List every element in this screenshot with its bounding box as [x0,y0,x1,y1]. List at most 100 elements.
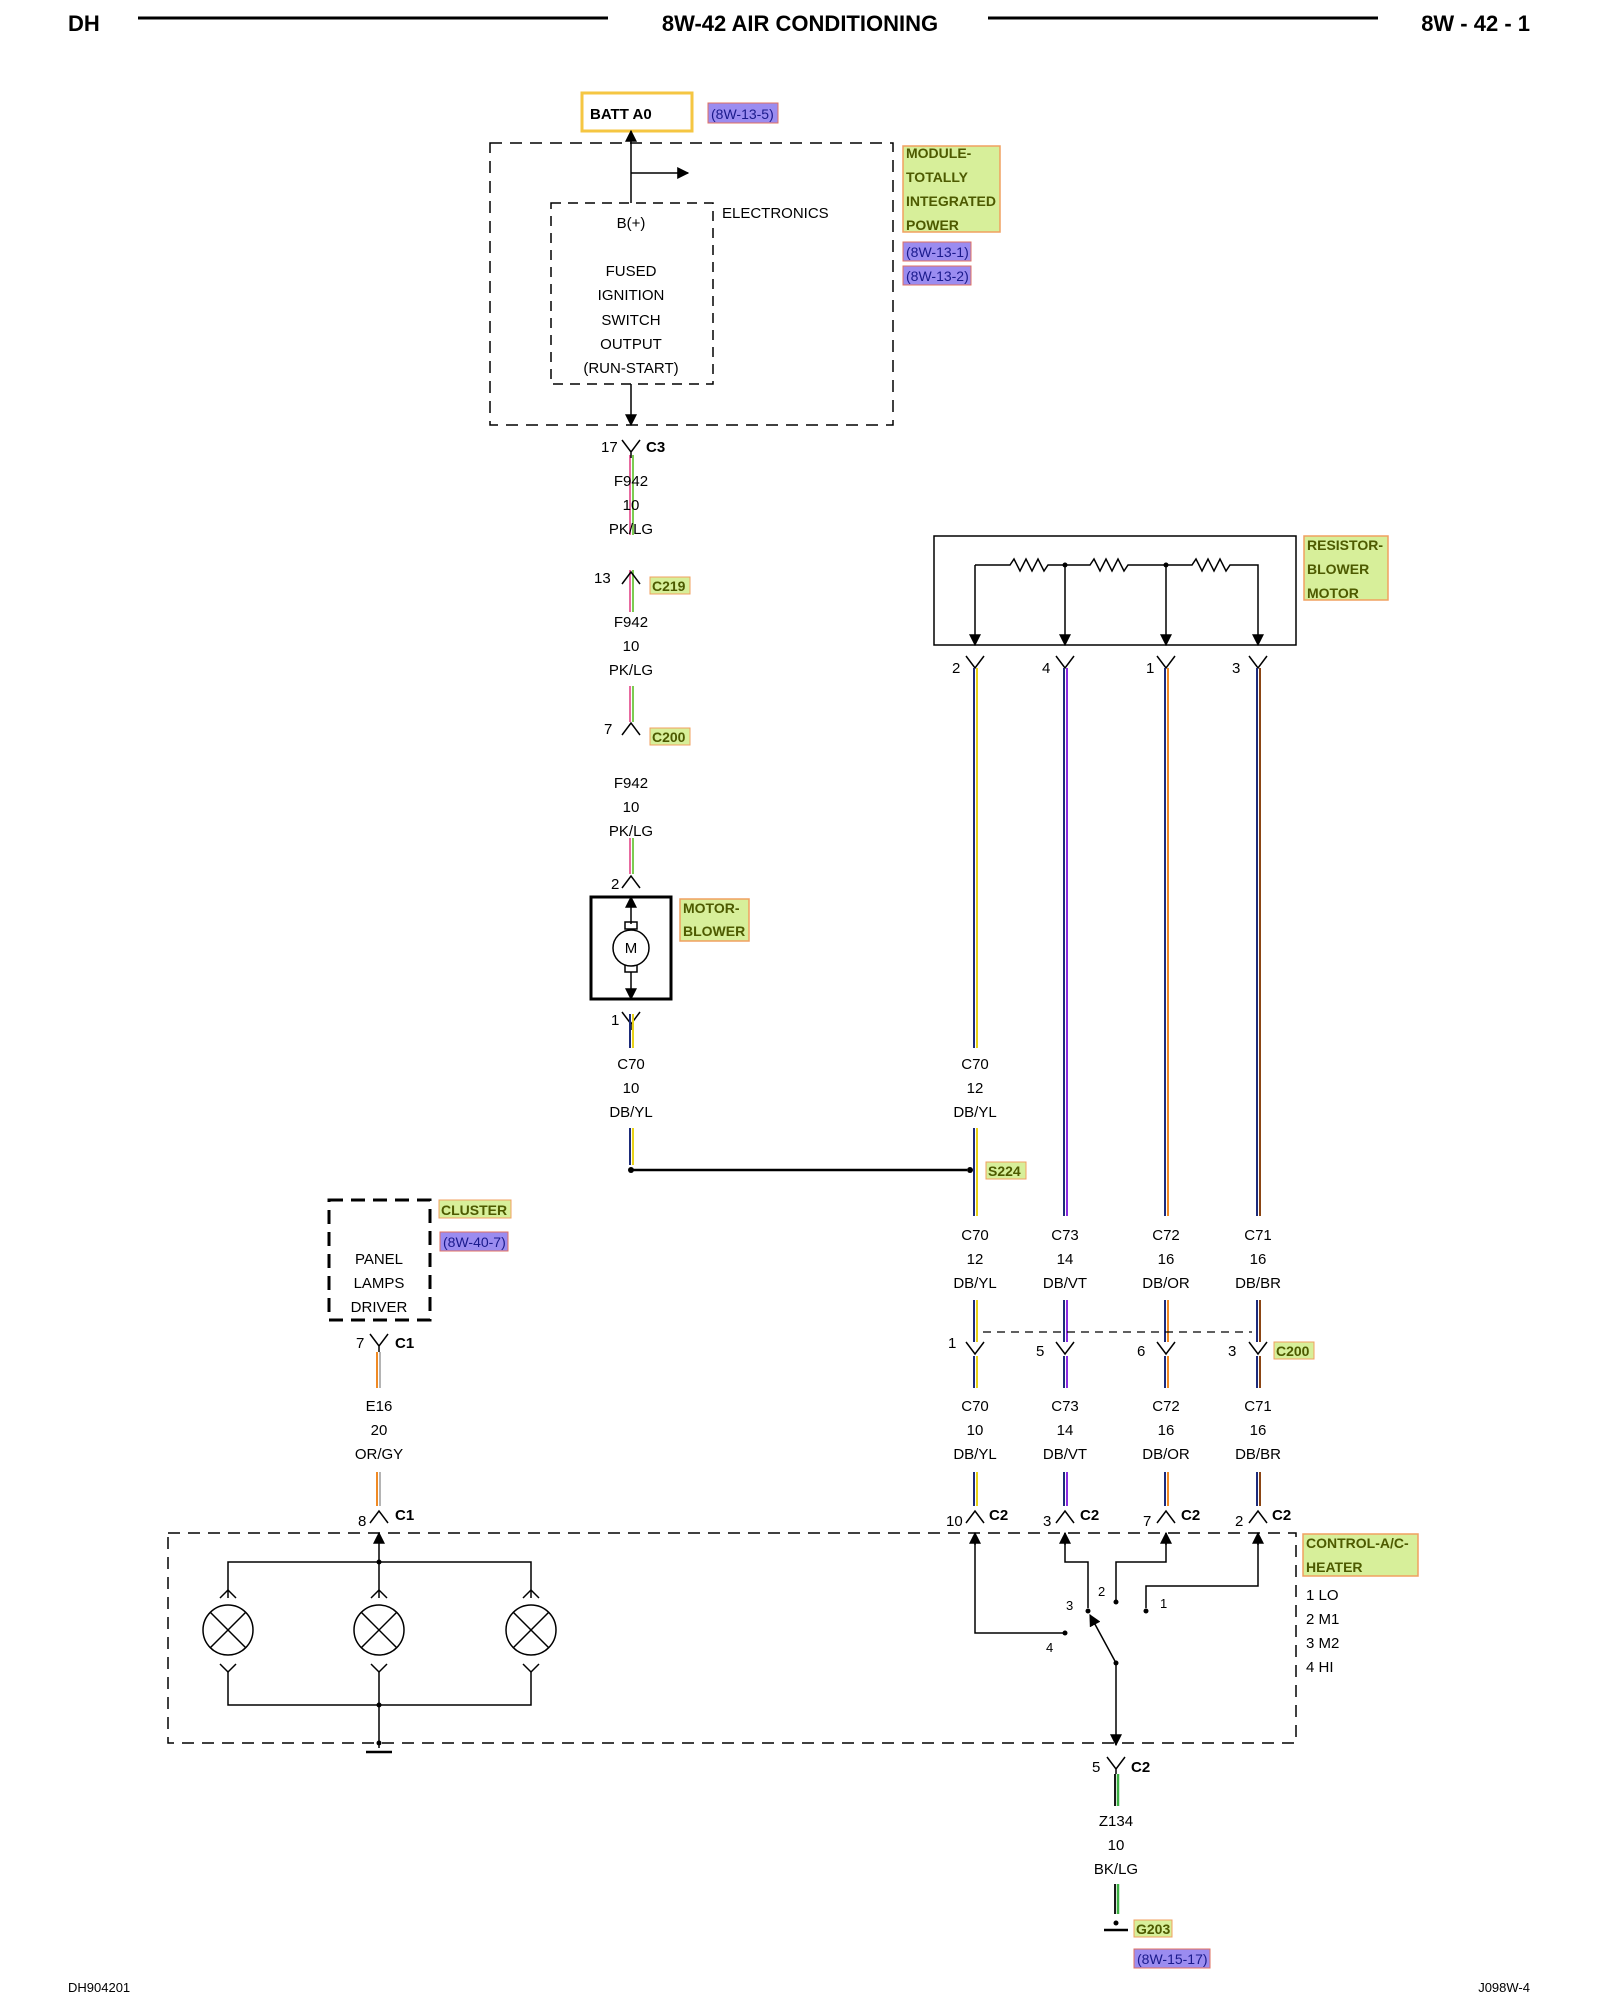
control-name-line: HEATER [1306,1559,1363,1575]
tipm-name-line: TOTALLY [906,169,969,185]
wire-color: BK/LG [1094,1861,1138,1878]
resistor-name-line: RESISTOR- [1307,537,1383,553]
tipm-name-line: POWER [906,217,959,233]
wires-above-c200 [973,1300,1261,1342]
ground-pin-name: C2 [1131,1759,1150,1776]
wire-f942-segment [629,455,634,874]
c2-name: C2 [989,1507,1008,1524]
blower-name-line: MOTOR- [683,900,740,916]
page-header: DH 8W-42 AIR CONDITIONING 8W - 42 - 1 [68,11,1530,36]
tipm-name-line: MODULE- [906,145,972,161]
connector-symbol [1106,1756,1126,1774]
wire-circuit: Z134 [1099,1813,1133,1830]
control-position-label: 2 M1 [1306,1611,1339,1628]
wire-color: PK/LG [609,823,653,840]
wire-gauge: 14 [1057,1251,1074,1268]
wire-circuit: F942 [614,473,648,490]
ground-xref-link[interactable]: (8W-15-17) [1137,1951,1208,1967]
wire-e16: E16 20 OR/GY 8 C1 [355,1352,414,1530]
switch-position-mark: 1 [1160,1596,1167,1611]
wire-circuit: C70 [961,1227,989,1244]
cluster-xref-link[interactable]: (8W-40-7) [443,1234,506,1250]
connector-symbol [621,721,641,736]
batt-a0: BATT A0 (8W-13-5) [580,91,779,133]
upper-wire-labels: C70 12 DB/YL C73 14 DB/VT C72 16 DB/OR C… [950,1222,1281,1300]
resistor-pin: 1 [1146,660,1154,677]
wire-color: DB/OR [1142,1275,1190,1292]
connector-symbol [369,1509,389,1524]
cluster-pin-name: C1 [395,1335,414,1352]
tipm-xref-link[interactable]: (8W-13-2) [906,268,969,284]
connector-c200-pin: 7 [604,721,612,738]
tipm-bplus-label: B(+) [617,215,646,232]
wire-gauge: 12 [967,1080,984,1097]
batt-xref-link[interactable]: (8W-13-5) [711,106,774,122]
tipm-output-line: SWITCH [601,312,660,329]
wire-gauge: 12 [967,1251,984,1268]
wire-gauge: 10 [623,497,640,514]
connector-symbol [621,439,641,458]
wire-circuit: C71 [1244,1398,1272,1415]
connector-c200-row: 1 5 6 3 C200 [948,1331,1315,1360]
cluster-name: CLUSTER [441,1202,507,1218]
cluster-driver-line: PANEL [355,1251,403,1268]
connector-symbol [621,874,641,889]
footer-left: DH904201 [68,1980,130,1995]
f942-wire-run: 17 C3 13 C219 7 C200 2 F942 10 PK/LG F94… [594,439,691,893]
switch-position-mark: 2 [1098,1584,1105,1599]
selector-switch-blade [1089,1613,1117,1664]
wire-color: DB/BR [1235,1446,1281,1463]
connector-symbol [621,570,641,585]
wire-color: OR/GY [355,1446,403,1463]
page-footer: DH904201 J098W-4 [68,1980,1530,1995]
resistor-pin: 2 [952,660,960,677]
wire-color: PK/LG [609,662,653,679]
ground-pin: 5 [1092,1759,1100,1776]
c2-name: C2 [1181,1507,1200,1524]
wire-color: DB/BR [1235,1275,1281,1292]
batt-label: BATT A0 [590,106,652,123]
control-ac-heater: 4 3 2 1 CONTROL-A/C- HEATER 1 LO 2 M1 3 … [167,1531,1419,1754]
connector-c200-name: C200 [652,729,686,745]
cluster-pin: 7 [356,1335,364,1352]
splice-name: S224 [988,1163,1021,1179]
wire-circuit: F942 [614,775,648,792]
wire-circuit: F942 [614,614,648,631]
wire-gauge: 16 [1158,1251,1175,1268]
c200-pin: 6 [1137,1343,1145,1360]
wire-gauge: 16 [1250,1422,1267,1439]
resistor-name-line: MOTOR [1307,585,1359,601]
wire-gauge: 10 [623,1080,640,1097]
wire-gauge: 16 [1250,1251,1267,1268]
cluster-pin: 8 [358,1513,366,1530]
connector-symbol [369,1333,389,1352]
wire-c70 [973,668,978,1216]
wire-gauge: 16 [1158,1422,1175,1439]
wire-gauge: 14 [1057,1422,1074,1439]
tipm-electronics-label: ELECTRONICS [722,205,829,222]
motor-symbol-label: M [625,940,638,957]
wire-gauge: 10 [623,638,640,655]
switch-position-mark: 3 [1066,1598,1073,1613]
wire-color: DB/YL [953,1275,996,1292]
c200-pin: 1 [948,1335,956,1352]
c200-pin: 3 [1228,1343,1236,1360]
wire-color: PK/LG [609,521,653,538]
blower-name-line: BLOWER [683,923,745,939]
cluster: PANEL LAMPS DRIVER CLUSTER (8W-40-7) 7 C… [327,1198,512,1352]
connector-c3-name: C3 [646,439,665,456]
tipm-output-line: FUSED [606,263,657,280]
tipm-module: ELECTRONICS B(+) FUSED IGNITION SWITCH O… [489,129,1001,427]
tipm-xref-link[interactable]: (8W-13-1) [906,244,969,260]
motor-symbol [612,929,650,967]
cluster-pin-name: C1 [395,1507,414,1524]
cluster-driver-line: DRIVER [351,1299,408,1316]
header-page-number: 8W - 42 - 1 [1421,11,1530,36]
c2-name: C2 [1272,1507,1291,1524]
wire-color: DB/VT [1043,1275,1087,1292]
header-left: DH [68,11,100,36]
lamp-symbol [353,1588,405,1674]
wire-circuit: C72 [1152,1227,1180,1244]
cluster-driver-line: LAMPS [354,1275,405,1292]
wire-gauge: 10 [967,1422,984,1439]
